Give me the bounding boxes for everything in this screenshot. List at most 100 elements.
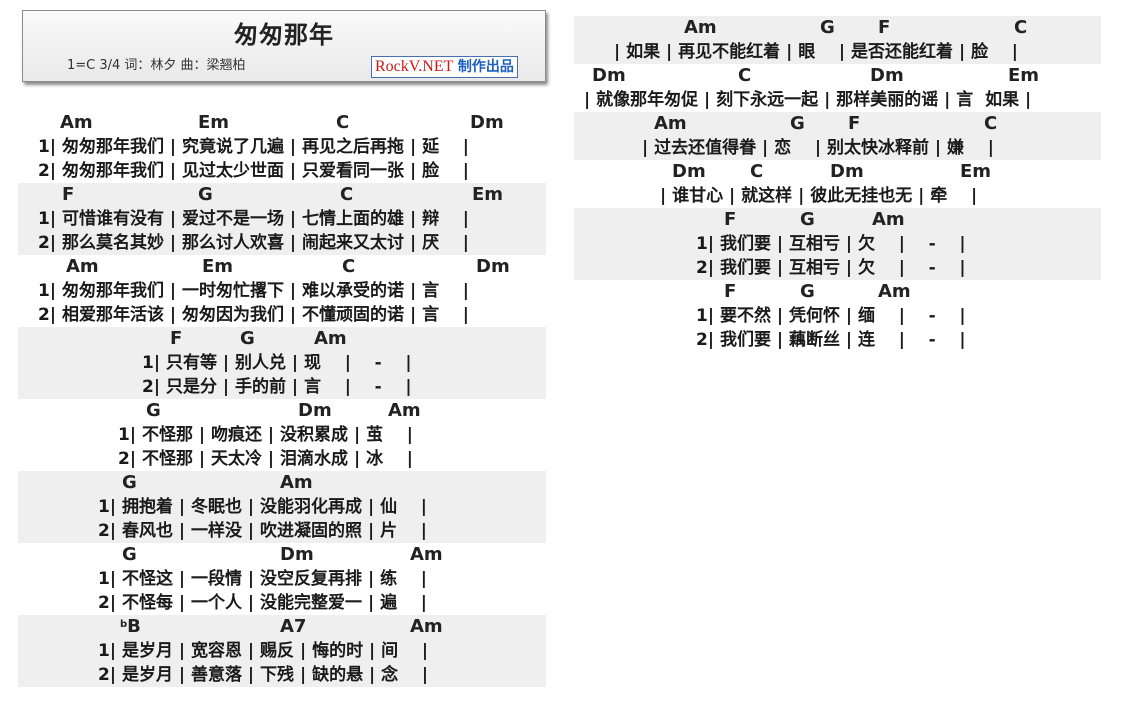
chord-text: F (724, 209, 737, 230)
lyric-line: 1| 匆匆那年我们 | 究竟说了几遍 | 再见之后再拖 | 延 | (18, 135, 546, 159)
chord-text: F (848, 113, 861, 134)
lyric-text: | 谁甘心 | 就这样 | 彼此无挂也无 | 牵 | (660, 186, 978, 206)
chord-text: A7 (280, 616, 307, 637)
lyric-text: 1| 不怪这 | 一段情 | 没空反复再排 | 练 | (98, 569, 427, 589)
lyric-text: 2| 不怪每 | 一个人 | 没能完整爱一 | 遍 | (98, 593, 427, 613)
lyric-text: 1| 匆匆那年我们 | 究竟说了几遍 | 再见之后再拖 | 延 | (38, 137, 469, 157)
chord-label: C (738, 65, 751, 87)
chord-text: Em (198, 112, 230, 133)
verse-block: Dm C Dm Em | 谁甘心 | 就这样 | 彼此无挂也无 | 牵 | (574, 160, 1101, 208)
song-title: 匆匆那年 (234, 21, 334, 49)
lyric-text: 2| 我们要 | 互相亏 | 欠 | - | (696, 258, 966, 278)
chord-text: C (342, 256, 356, 277)
lyric-line: 1| 可惜谁有没有 | 爱过不是一场 | 七情上面的雄 | 辩 | (18, 207, 546, 231)
chord-row: G Dm Am (18, 399, 546, 423)
chord-text: Em (960, 161, 992, 182)
lyric-line: 1| 要不然 | 凭何怀 | 缅 | - | (574, 304, 1101, 328)
chord-label: Dm (298, 400, 332, 422)
chord-text: F (62, 184, 75, 205)
lyric-line: 2| 相爱那年活该 | 匆匆因为我们 | 不懂顽固的诺 | 言 | (18, 303, 546, 327)
chord-label: Dm (870, 65, 904, 87)
chord-text: B (127, 616, 141, 637)
chord-label: Em (1008, 65, 1039, 87)
chord-text: Am (388, 400, 421, 421)
chord-text: C (336, 112, 350, 133)
chord-label: Am (654, 113, 687, 135)
chord-label: Am (280, 472, 313, 494)
chord-label: Am (872, 209, 905, 231)
chord-text: Em (202, 256, 234, 277)
chord-text: Am (654, 113, 687, 134)
chord-label: Am (878, 281, 911, 303)
chord-text: F (170, 328, 183, 349)
chord-label: G (800, 281, 815, 303)
lyric-text: 2| 不怪那 | 天太冷 | 泪滴水成 | 冰 | (118, 449, 413, 469)
lyric-line: 2| 那么莫名其妙 | 那么讨人欢喜 | 闹起来又太讨 | 厌 | (18, 231, 546, 255)
logo-brand: RockV.NET (375, 58, 454, 75)
chord-text: Dm (280, 544, 314, 565)
chord-label: G (198, 184, 213, 206)
chord-text: G (198, 184, 213, 205)
chord-label: Am (314, 328, 347, 350)
lyric-line: 2| 是岁月 | 善意落 | 下残 | 缺的悬 | 念 | (18, 663, 546, 687)
chord-label: A7 (280, 616, 306, 638)
chord-text: C (340, 184, 354, 205)
chord-text: Dm (870, 65, 904, 86)
chord-label: Am (66, 256, 99, 278)
chord-label: Am (410, 616, 443, 638)
chord-row: Am Em C Dm (18, 111, 546, 135)
verse-block: Dm C Dm Em| 就像那年匆促 | 刻下永远一起 | 那样美丽的谣 | 言 如果… (574, 64, 1101, 112)
lyric-text: 2| 是岁月 | 善意落 | 下残 | 缺的悬 | 念 | (98, 665, 429, 685)
chord-label: Am (410, 544, 443, 566)
lyric-line: 2| 只是分 | 手的前 | 言 | - | (18, 375, 546, 399)
chord-text: Am (280, 472, 313, 493)
chord-text: Am (878, 281, 911, 302)
lyric-text: 1| 是岁月 | 宽容恩 | 赐反 | 悔的时 | 间 | (98, 641, 429, 661)
chord-text: Am (60, 112, 93, 133)
chord-label: Dm (280, 544, 314, 566)
chord-text: Dm (830, 161, 864, 182)
chord-row: Dm C Dm Em (574, 160, 1101, 184)
lyric-line: | 谁甘心 | 就这样 | 彼此无挂也无 | 牵 | (574, 184, 1101, 208)
lyric-text: 2| 只是分 | 手的前 | 言 | - | (142, 377, 412, 397)
chord-text: G (800, 281, 815, 302)
chord-row: F G Am (574, 280, 1101, 304)
chord-label: F (62, 184, 74, 206)
chord-text: C (750, 161, 764, 182)
chord-label: G (122, 544, 137, 566)
verse-block: G Dm Am 1| 不怪这 | 一段情 | 没空反复再排 | 练 | 2| 不怪每 |… (18, 543, 546, 615)
chord-text: C (1014, 17, 1028, 38)
chord-text: Dm (470, 112, 504, 133)
chord-label: C (340, 184, 353, 206)
chord-label: Em (960, 161, 991, 183)
chord-text: F (724, 281, 737, 302)
logo-made: 制作出品 (457, 59, 514, 75)
chord-label: G (240, 328, 255, 350)
chord-label: C (750, 161, 763, 183)
chord-text: G (820, 17, 835, 38)
chord-label: Dm (672, 161, 706, 183)
chord-label: Dm (592, 65, 626, 87)
chord-label: Am (388, 400, 421, 422)
chord-row: F G Am (18, 327, 546, 351)
chord-text: G (122, 544, 137, 565)
chord-label: Am (60, 112, 93, 134)
chord-text: Am (410, 544, 443, 565)
lyric-line: | 就像那年匆促 | 刻下永远一起 | 那样美丽的谣 | 言 如果 | (574, 88, 1101, 112)
lyric-text: | 如果 | 再见不能红着 | 眼 | 是否还能红着 | 脸 | (614, 42, 1018, 62)
chord-row: G Dm Am (18, 543, 546, 567)
lyric-line: 2| 匆匆那年我们 | 见过太少世面 | 只爱看同一张 | 脸 | (18, 159, 546, 183)
chord-text: G (146, 400, 161, 421)
